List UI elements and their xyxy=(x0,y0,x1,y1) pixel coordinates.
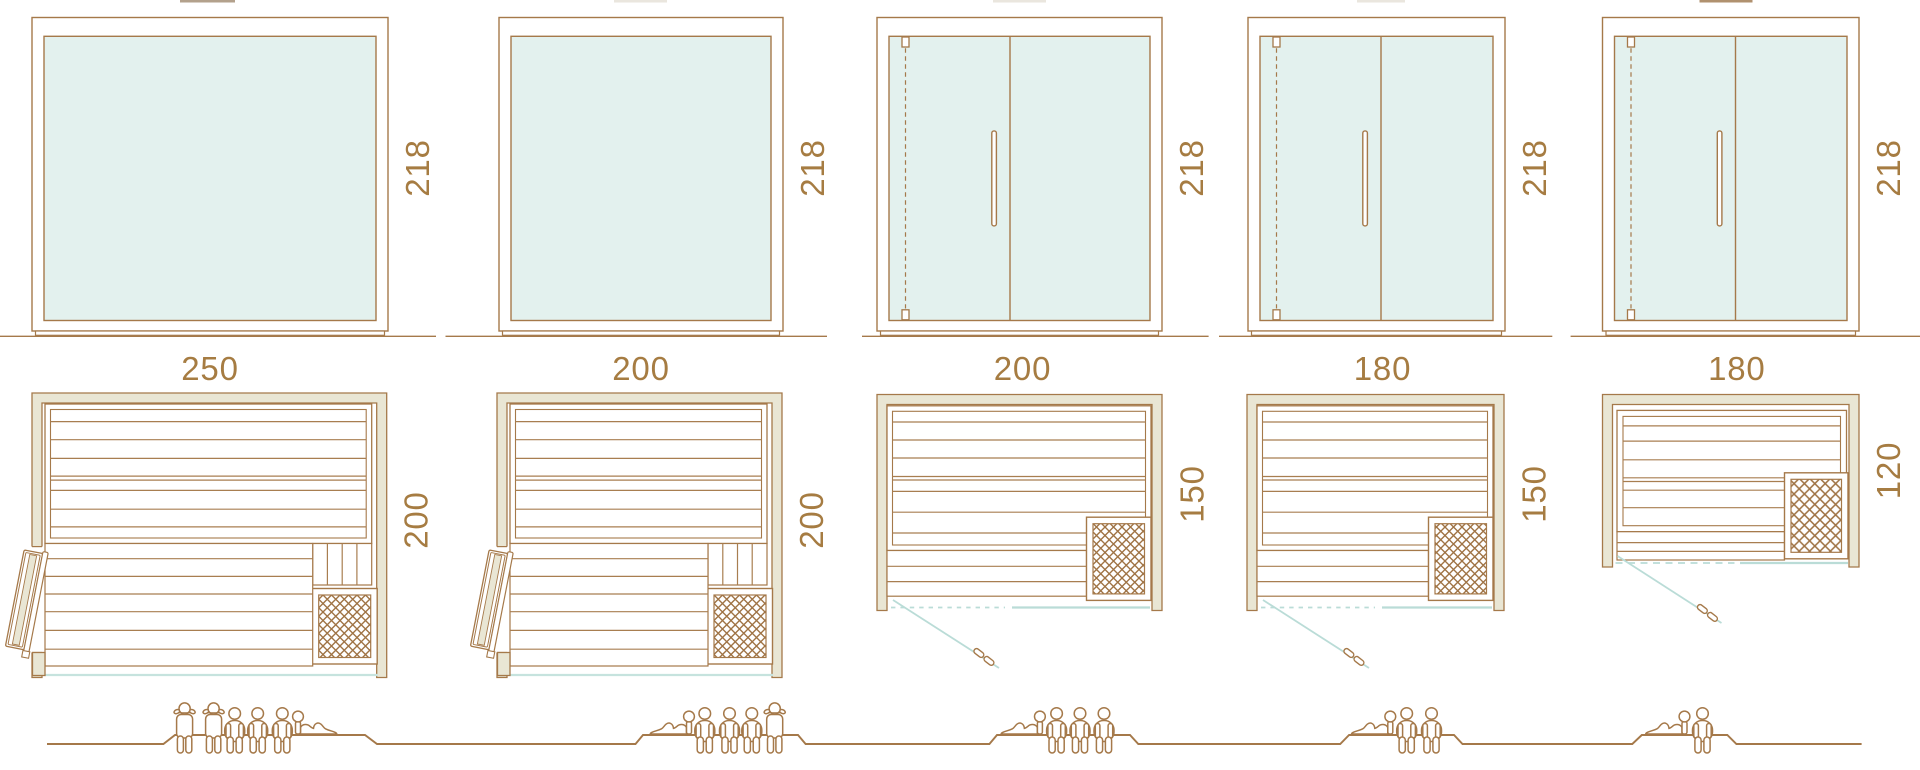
svg-text:200: 200 xyxy=(994,350,1051,387)
svg-text:250: 250 xyxy=(181,350,238,387)
svg-text:180: 180 xyxy=(1708,350,1765,387)
svg-text:218: 218 xyxy=(794,139,831,196)
svg-text:200: 200 xyxy=(793,491,830,548)
svg-text:218: 218 xyxy=(1870,139,1907,196)
svg-text:120: 120 xyxy=(1870,442,1907,499)
svg-text:150: 150 xyxy=(1516,465,1553,522)
svg-text:218: 218 xyxy=(399,139,436,196)
svg-text:150: 150 xyxy=(1174,465,1211,522)
svg-text:180: 180 xyxy=(1354,350,1411,387)
svg-text:200: 200 xyxy=(398,491,435,548)
svg-text:218: 218 xyxy=(1173,139,1210,196)
svg-text:200: 200 xyxy=(612,350,669,387)
svg-text:218: 218 xyxy=(1516,139,1553,196)
